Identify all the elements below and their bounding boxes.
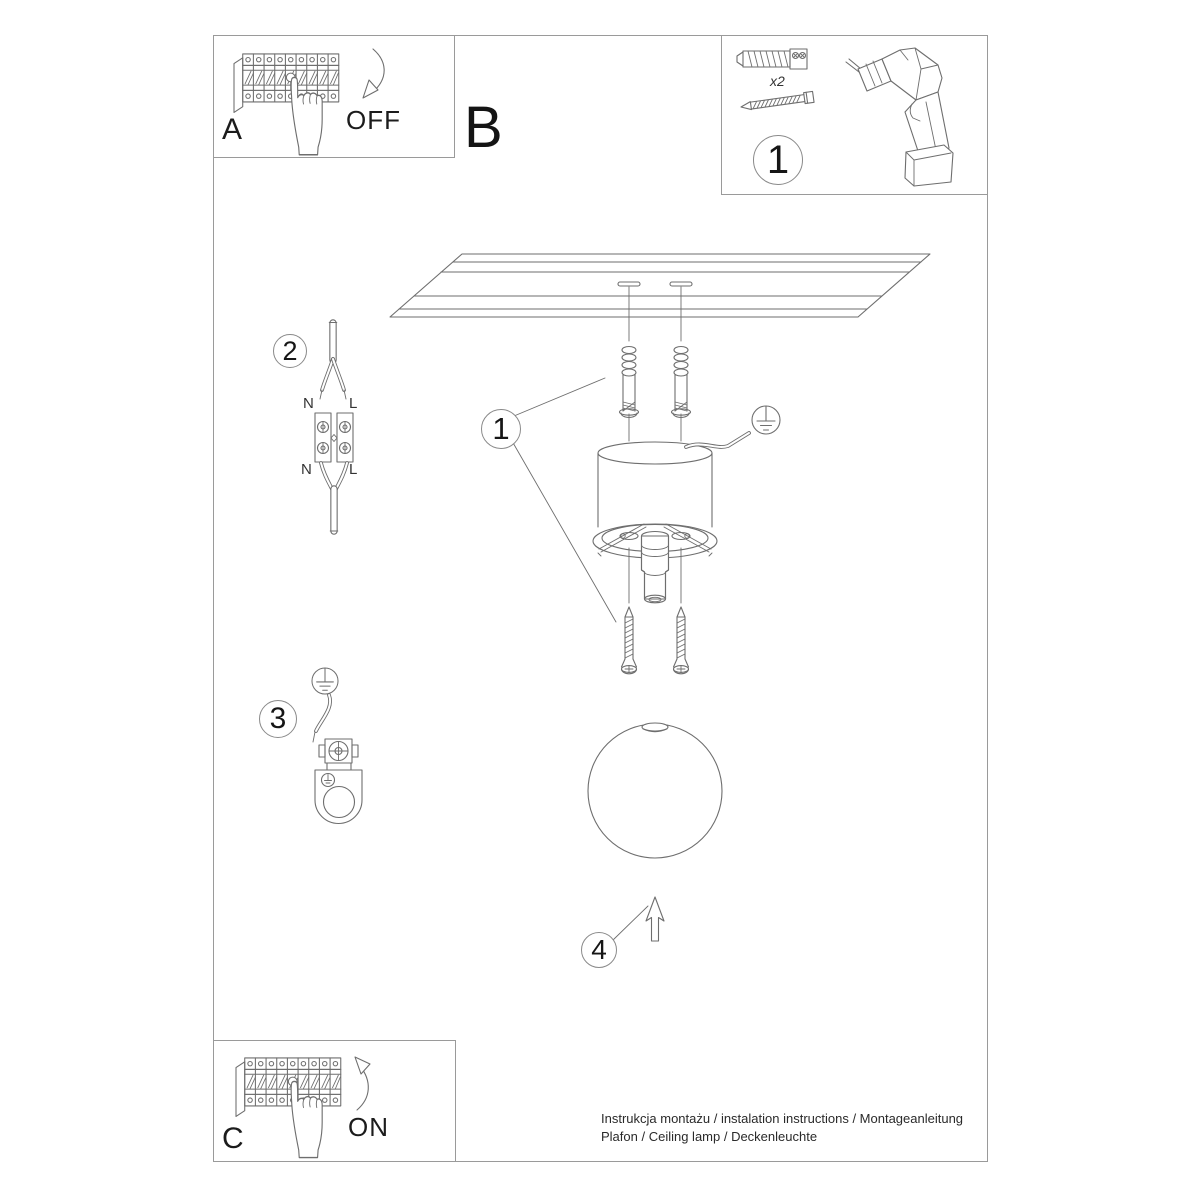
arrow-up-curved-icon [354,1056,371,1111]
step-number-3: 3 [259,700,297,738]
leader-lines [511,377,649,942]
terminal-label-n-bottom: N [301,461,312,478]
panel-c-box [213,1040,456,1162]
step-number-4: 4 [581,932,617,968]
step-number-1-text: 1 [492,411,510,446]
arrow-up-icon [645,896,665,942]
drill-icon [845,47,954,187]
parts-panel-box [721,35,988,195]
panel-a-box [213,35,455,158]
ground-wire [684,431,751,449]
ceiling-panel-drawing [389,253,931,318]
step-number-2-text: 2 [282,335,298,366]
step-number-parts: 1 [753,135,803,185]
wiring-diagram [314,319,354,535]
section-b-label: B [464,95,503,160]
wall-plug-icon [736,48,808,70]
panel-c-state: ON [348,1112,389,1142]
step-number-3-text: 3 [269,702,287,735]
step-number-2: 2 [273,334,307,368]
anchor-quantity: x2 [770,73,785,89]
screw-horizontal-icon [740,90,815,111]
step-number-1: 1 [481,409,521,449]
terminal-label-n-top: N [303,395,314,412]
footer-text: Instrukcja montażu / instalation instruc… [601,1110,963,1145]
footer-line-2: Plafon / Ceiling lamp / Deckenleuchte [601,1128,818,1144]
arrow-down-icon [362,48,385,99]
terminal-label-l-bottom: L [349,461,358,478]
ground-terminal-diagram [311,667,363,825]
step-number-parts-text: 1 [766,137,790,182]
canopy-drawing [592,441,718,604]
footer-line-1: Instrukcja montażu / instalation instruc… [601,1111,964,1126]
step-number-4-text: 4 [591,934,607,965]
panel-a-state: OFF [346,105,401,135]
page-frame [213,35,988,1162]
terminal-label-l-top: L [349,395,358,412]
alignment-lines [628,286,682,604]
sphere-shade-drawing [587,722,723,859]
panel-a-label: A [222,113,243,146]
panel-c-label: C [222,1122,244,1155]
